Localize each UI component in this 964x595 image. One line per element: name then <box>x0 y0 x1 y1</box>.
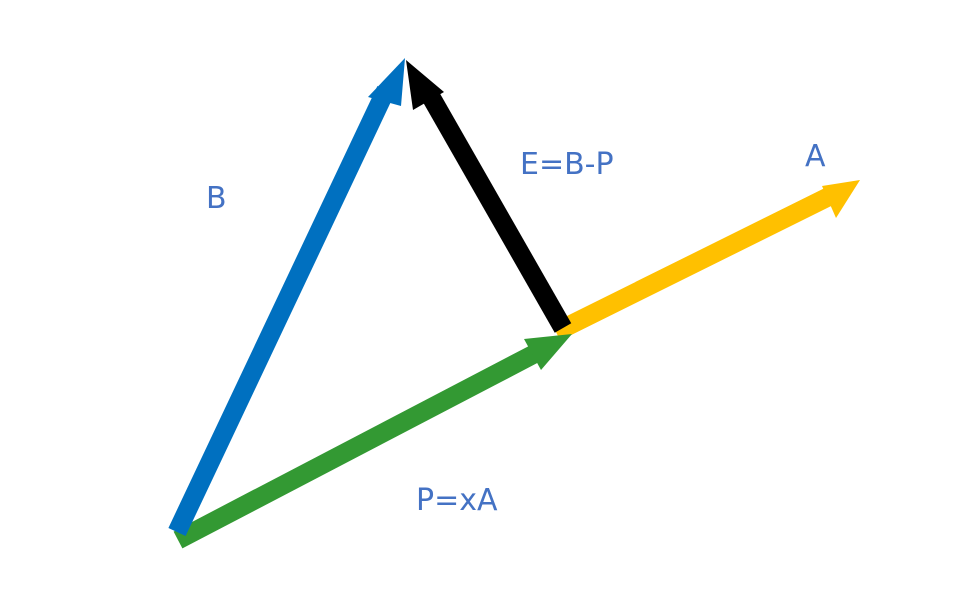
vector-e-head <box>406 60 444 110</box>
vector-b-arrow <box>168 58 405 537</box>
vector-e-arrow <box>406 60 572 333</box>
vector-b-label: B <box>206 181 227 216</box>
vector-b-shaft <box>168 85 395 537</box>
vector-a-arrow <box>551 180 860 341</box>
vector-a-label: A <box>805 139 826 174</box>
vector-e-shaft <box>418 85 572 333</box>
vector-a-shaft <box>551 188 833 341</box>
vector-a-head <box>822 180 860 218</box>
vector-b-head <box>368 58 405 106</box>
vector-p-shaft <box>173 344 541 549</box>
vector-e-label: E=B-P <box>520 147 614 182</box>
vector-p-label: P=xA <box>416 483 498 518</box>
vector-p-head <box>524 334 572 370</box>
vector-p-arrow <box>173 334 572 549</box>
